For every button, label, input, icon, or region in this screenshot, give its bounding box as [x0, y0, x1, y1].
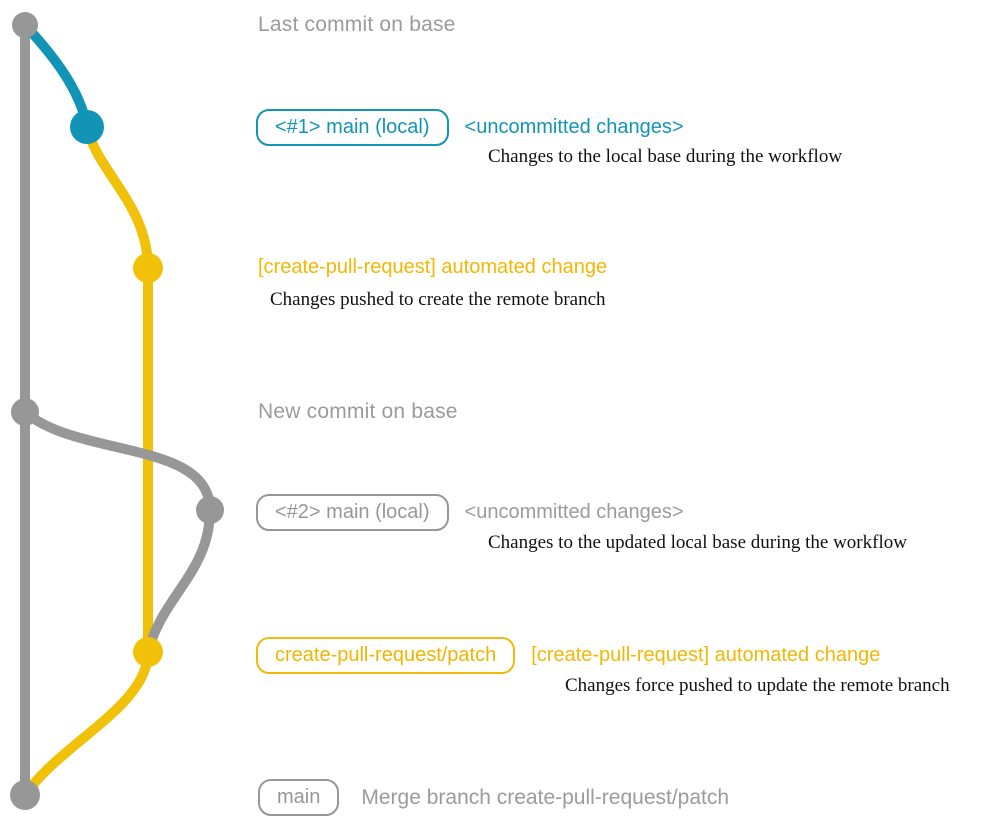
branch-line-patch-merge	[20, 647, 153, 800]
commit-message-automated-1: [create-pull-request] automated change	[258, 256, 608, 278]
commit-message-uncommitted-2: <uncommitted changes>	[464, 501, 684, 523]
commit-message-merge: Merge branch create-pull-request/patch	[361, 785, 730, 809]
branch-line-base-rebase	[143, 505, 215, 657]
heading-last-commit-on-base: Last commit on base	[258, 13, 456, 36]
branch-badge-main: main	[258, 779, 340, 816]
commit-dot-uncommitted-2	[196, 496, 224, 524]
branch-line-patch	[82, 122, 153, 657]
branch-badge-main-local-2: <#2> main (local)	[256, 494, 449, 531]
commit-dot-uncommitted-1	[70, 110, 104, 144]
annotation-updated-local-base-changes: Changes to the updated local base during…	[488, 532, 907, 553]
branch-badge-main-local-1: <#1> main (local)	[256, 109, 449, 146]
branch-line-base-update	[20, 407, 215, 515]
row-uncommitted-2: <#2> main (local) <uncommitted changes>	[256, 494, 684, 531]
commit-message-uncommitted-1: <uncommitted changes>	[464, 116, 684, 138]
commit-dot-automated-2	[133, 637, 163, 667]
commit-dot-automated-1	[133, 253, 163, 283]
annotation-pushed-to-create: Changes pushed to create the remote bran…	[270, 289, 606, 310]
commit-dot-merge	[10, 780, 40, 810]
commit-dot-new-commit	[11, 398, 39, 426]
commit-dot-last-commit	[12, 12, 38, 38]
row-uncommitted-1: <#1> main (local) <uncommitted changes>	[256, 109, 684, 146]
row-automated-2: create-pull-request/patch [create-pull-r…	[256, 637, 880, 674]
annotation-force-pushed: Changes force pushed to update the remot…	[565, 675, 950, 696]
heading-new-commit-on-base: New commit on base	[258, 400, 458, 423]
branch-badge-patch: create-pull-request/patch	[256, 637, 516, 674]
git-graph	[10, 12, 224, 810]
row-merge: main Merge branch create-pull-request/pa…	[258, 779, 729, 816]
branch-line-main-local	[20, 20, 92, 132]
annotation-local-base-changes: Changes to the local base during the wor…	[488, 146, 843, 167]
commit-message-automated-2: [create-pull-request] automated change	[531, 644, 881, 666]
